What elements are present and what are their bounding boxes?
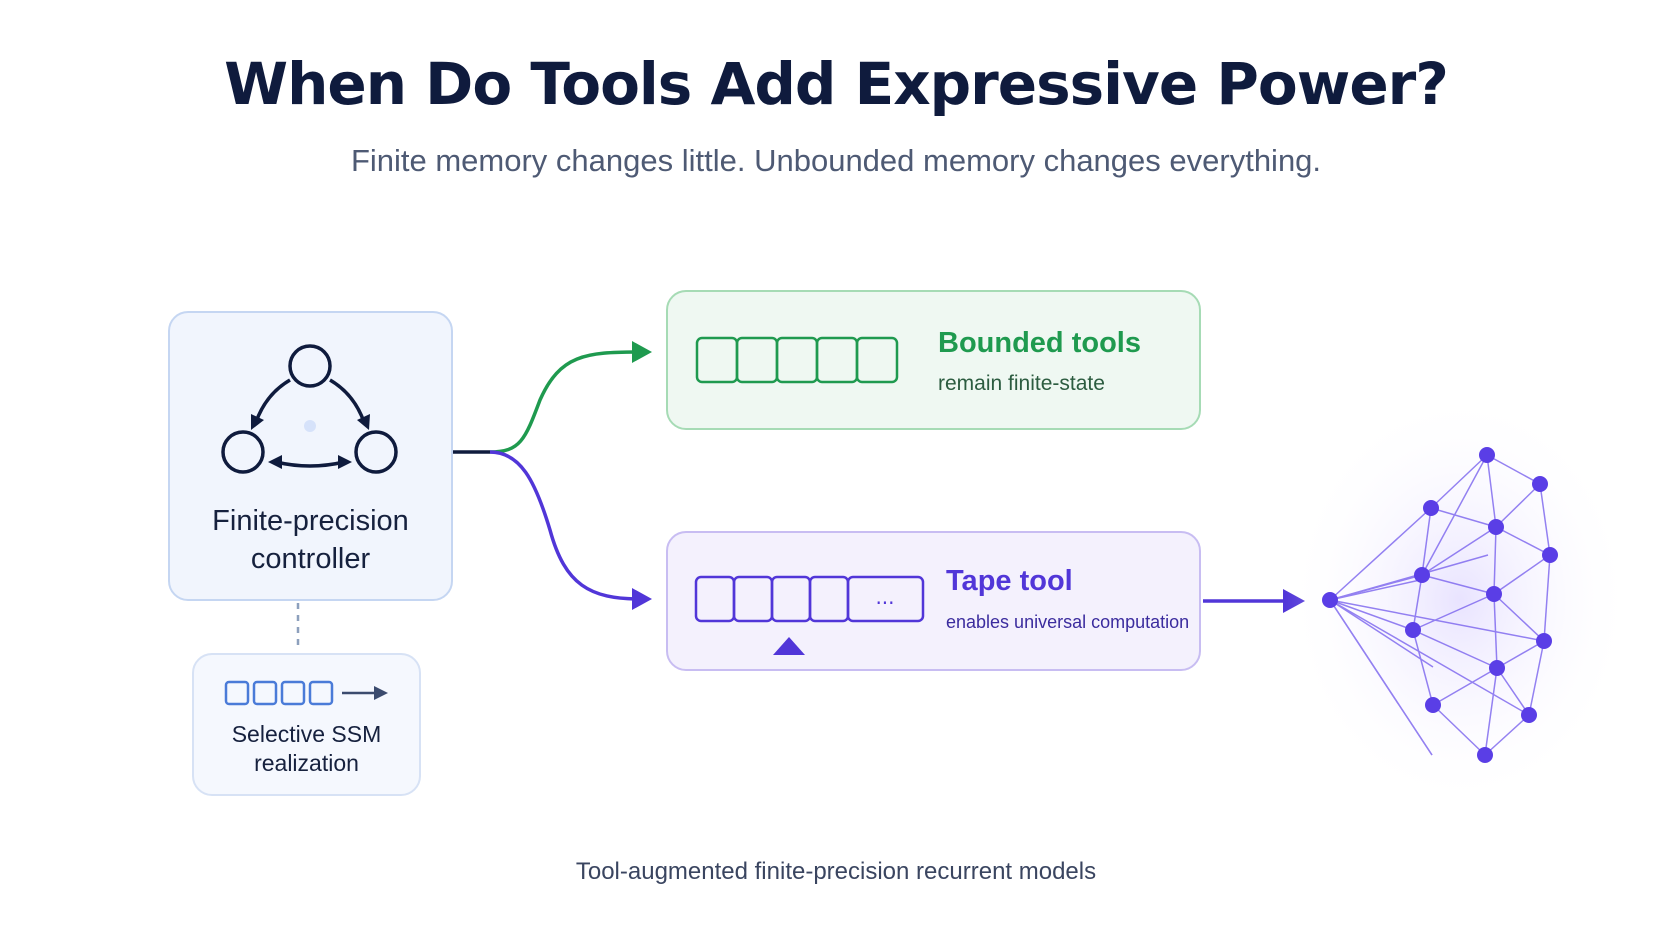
tape-ellipsis: ...: [875, 585, 894, 609]
tape-tool-title: Tape tool: [946, 565, 1073, 597]
cycle-icon: [221, 344, 398, 474]
ssm-label-line2: realization: [254, 750, 359, 776]
tape-tool-box: [666, 531, 1201, 671]
network-graph-icon: [1285, 390, 1635, 810]
controller-box: [168, 311, 453, 601]
caption: Tool-augmented finite-precision recurren…: [575, 858, 1097, 885]
ssm-tape-icon: [224, 680, 388, 706]
tape-tool-subtitle: enables universal computation: [946, 612, 1190, 632]
bounded-tools-subtitle: remain finite-state: [938, 372, 1105, 395]
ssm-label-line1: Selective SSM: [231, 721, 382, 747]
controller-label-line2: controller: [250, 543, 371, 575]
page-subtitle: Finite memory changes little. Unbounded …: [350, 143, 1322, 178]
bounded-memory-cells: [695, 336, 899, 384]
tape-cells: [694, 575, 925, 623]
bounded-tools-title: Bounded tools: [938, 327, 1141, 359]
branch-connectors: [453, 341, 652, 610]
controller-label: Finite-precision controller: [168, 502, 453, 578]
bounded-tools-box: [666, 290, 1201, 430]
page-title: When Do Tools Add Expressive Power?: [224, 50, 1449, 118]
tape-head-icon: [773, 637, 805, 655]
ssm-box: [192, 653, 421, 796]
controller-label-line1: Finite-precision: [212, 505, 409, 537]
ssm-label: Selective SSM realization: [192, 720, 421, 778]
